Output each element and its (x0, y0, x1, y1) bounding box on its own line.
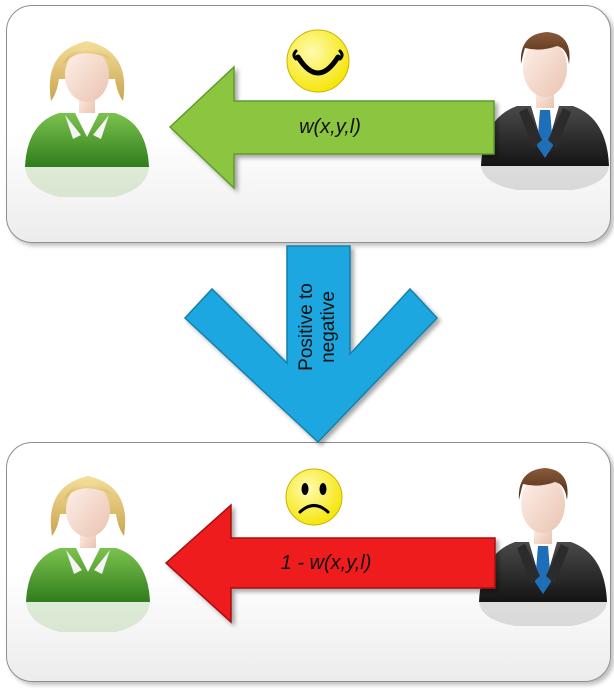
negative-arrow-label: 1 - w(x,y,l) (280, 552, 372, 574)
transition-label-line-2: negative (318, 291, 339, 363)
businessman-avatar-icon (481, 32, 609, 190)
positive-weight-arrow (168, 65, 495, 190)
happy-smiley-icon (286, 29, 350, 93)
businessman-avatar-icon (479, 468, 607, 626)
transition-arrow (183, 245, 439, 444)
woman-avatar-icon (26, 476, 150, 632)
negative-weight-arrow (164, 503, 496, 624)
woman-avatar-icon (25, 41, 149, 197)
transition-label-line-1: Positive to (296, 283, 317, 371)
sad-smiley-icon (285, 468, 343, 526)
positive-arrow-label: w(x,y,l) (299, 116, 361, 138)
transition-label: Positive to negative (296, 242, 340, 412)
